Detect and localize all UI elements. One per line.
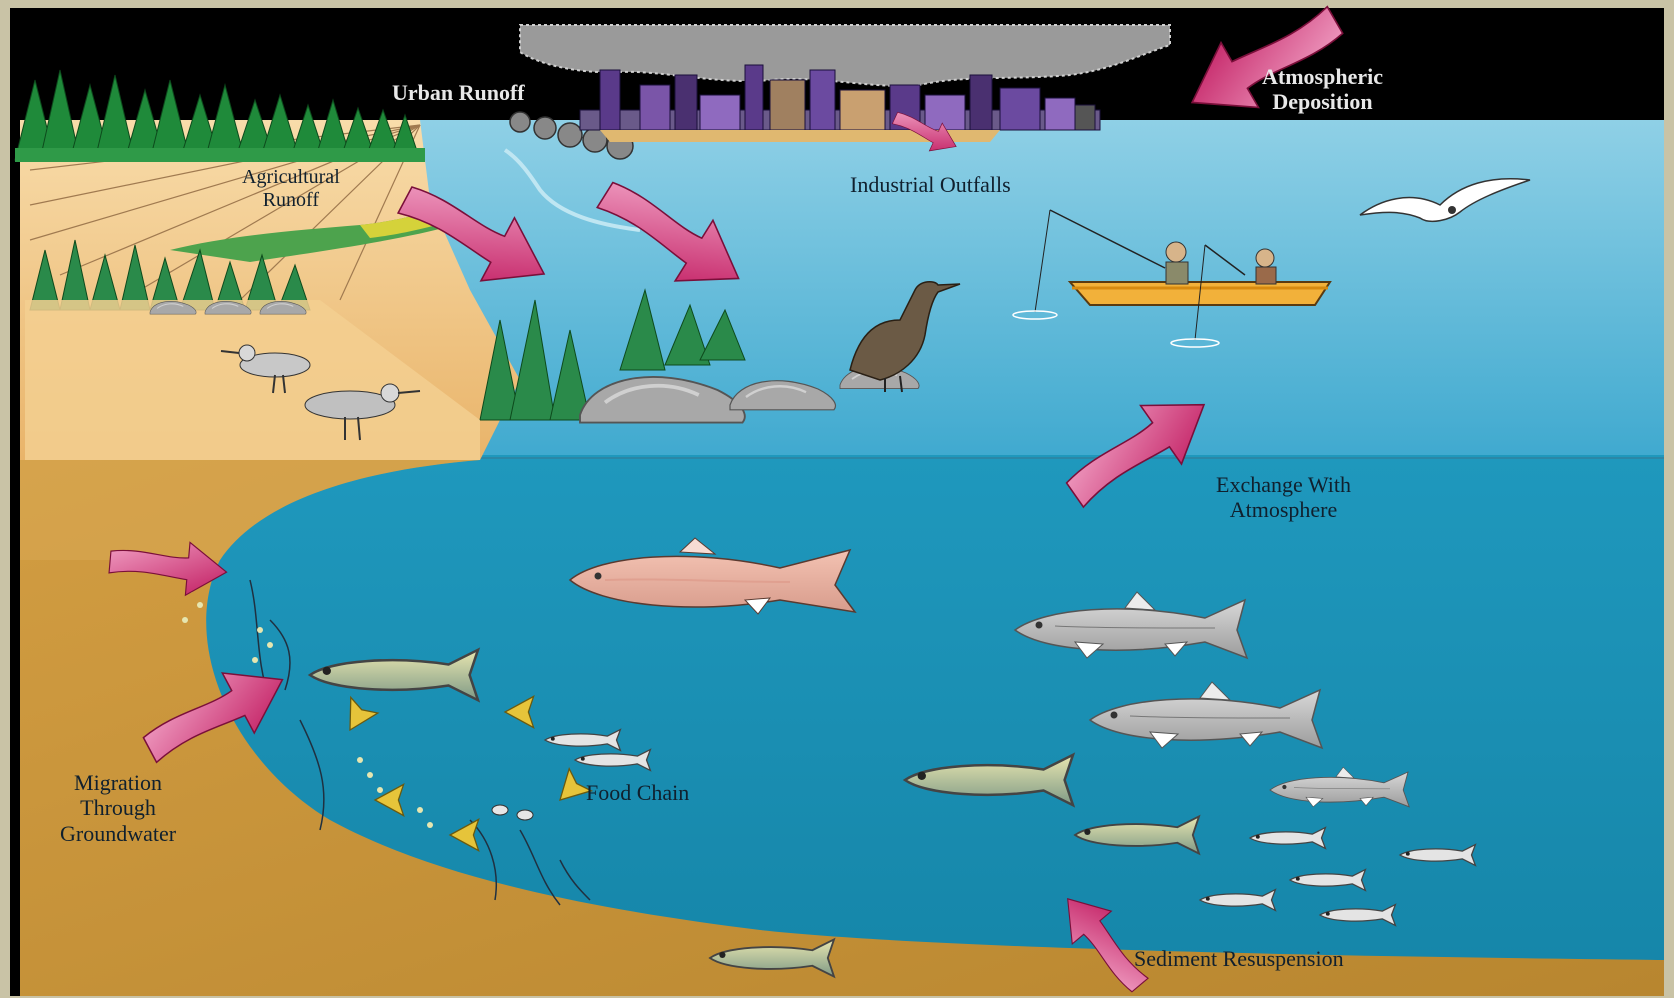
label-exchange-line2: Atmosphere (1216, 497, 1351, 522)
label-food-chain: Food Chain (586, 780, 689, 805)
label-agricultural-runoff: Agricultural Runoff (242, 166, 340, 212)
label-migration-line1: Migration (60, 770, 176, 795)
label-agricultural-runoff-line1: Agricultural (242, 166, 340, 189)
label-agricultural-runoff-line2: Runoff (242, 189, 340, 212)
forest-floor (15, 148, 425, 162)
label-urban-runoff: Urban Runoff (392, 80, 525, 105)
label-exchange-line1: Exchange With (1216, 472, 1351, 497)
label-atmospheric-deposition-line1: Atmospheric (1262, 64, 1383, 89)
label-atmospheric-deposition: Atmospheric Deposition (1262, 64, 1383, 115)
label-atmospheric-deposition-line2: Deposition (1262, 89, 1383, 114)
label-exchange-with-atmosphere: Exchange With Atmosphere (1216, 472, 1351, 523)
label-migration-line3: Groundwater (60, 821, 176, 846)
label-industrial-outfalls: Industrial Outfalls (850, 172, 1011, 197)
label-sediment-resuspension: Sediment Resuspension (1134, 946, 1344, 971)
label-migration-line2: Through (60, 795, 176, 820)
label-migration-through-groundwater: Migration Through Groundwater (60, 770, 176, 846)
